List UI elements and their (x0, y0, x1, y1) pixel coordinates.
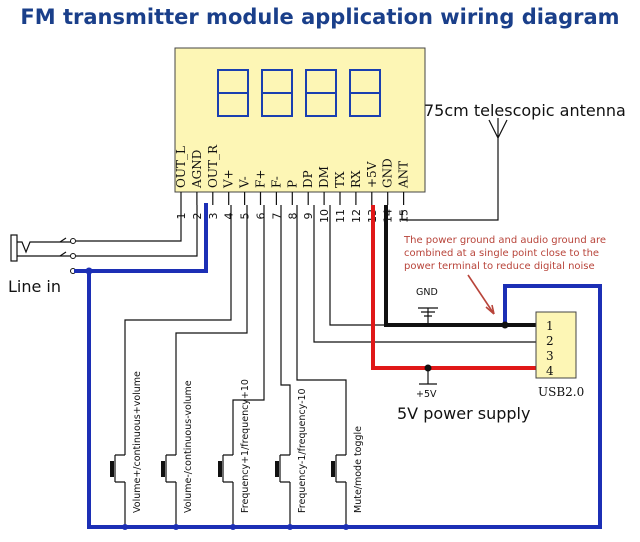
pin-number: 4 (223, 213, 236, 220)
diagram-title: FM transmitter module application wiring… (20, 5, 619, 29)
display-digit (261, 69, 293, 117)
pin-label: AGND (190, 150, 204, 189)
pin-number: 3 (207, 213, 220, 220)
pin-label: RX (349, 170, 363, 188)
antenna-label: 75cm telescopic antenna (424, 101, 626, 120)
push-button-icon (110, 445, 128, 530)
gnd-label: GND (416, 287, 438, 298)
ground-note-line3: power terminal to reduce digital noise (404, 261, 595, 272)
usb-label: USB2.0 (538, 385, 584, 399)
pin-label: GND (381, 158, 395, 188)
pin-number: 7 (270, 213, 283, 220)
push-button-icon (161, 445, 179, 530)
seven-segment-display (217, 69, 381, 117)
button-label: Volume+/continuous+volume (132, 371, 143, 513)
pin-number: 10 (318, 209, 331, 223)
push-button-icon (331, 445, 349, 530)
pin-label: P (285, 180, 299, 188)
pin-label: TX (333, 171, 347, 188)
pin-number: 5 (239, 213, 252, 220)
usb-pin-number: 1 (546, 319, 554, 333)
line-in-label: Line in (8, 277, 61, 296)
pin-number: 15 (398, 209, 411, 223)
pin-number: 12 (350, 209, 363, 223)
button-label: Mute/mode toggle (353, 426, 364, 513)
antenna-icon (401, 118, 508, 221)
gnd-symbol-icon (418, 307, 438, 325)
button-label: Frequency+1/frequency+10 (240, 379, 251, 513)
pin-label: OUT_R (206, 144, 220, 188)
pin-number: 11 (334, 209, 347, 223)
push-button-icon (218, 445, 236, 530)
fm-module-board (174, 47, 426, 193)
pin-label: OUT_L (174, 146, 188, 188)
pin-number: 14 (382, 209, 395, 223)
pin-label: DM (317, 166, 331, 188)
usb-pin-number: 3 (546, 349, 554, 363)
pin-number: 8 (286, 213, 299, 220)
push-button-icon (275, 445, 293, 530)
display-digit (305, 69, 337, 117)
usb-pin-number: 4 (546, 364, 554, 378)
line-in-jack-icon (10, 234, 76, 274)
plus5v-label: +5V (416, 389, 437, 400)
button-label: Frequency-1/frequency-10 (297, 388, 308, 513)
plus5v-symbol-icon (419, 368, 437, 385)
pin-label: F- (269, 176, 283, 188)
usb-pin-number: 2 (546, 334, 554, 348)
usb-connector (535, 311, 577, 379)
note-arrow-icon (467, 274, 495, 315)
ground-note-line2: combined at a single point close to the (404, 248, 599, 259)
display-digit (349, 69, 381, 117)
button-label: Volume-/continuous-volume (183, 380, 194, 513)
pin-label: +5V (365, 161, 379, 188)
pin-label: F+ (254, 170, 268, 188)
pin-number: 9 (302, 213, 315, 220)
pin-number: 6 (255, 213, 268, 220)
pin-label: V+ (222, 169, 236, 189)
display-digit (217, 69, 249, 117)
ground-note-line1: The power ground and audio ground are (403, 235, 606, 246)
pin-label: DP (301, 170, 315, 188)
power-supply-label: 5V power supply (397, 404, 530, 423)
pin-label: V- (238, 176, 252, 189)
buttons: Volume+/continuous+volume Volume-/continu… (110, 371, 364, 530)
pin-label: ANT (397, 161, 411, 189)
